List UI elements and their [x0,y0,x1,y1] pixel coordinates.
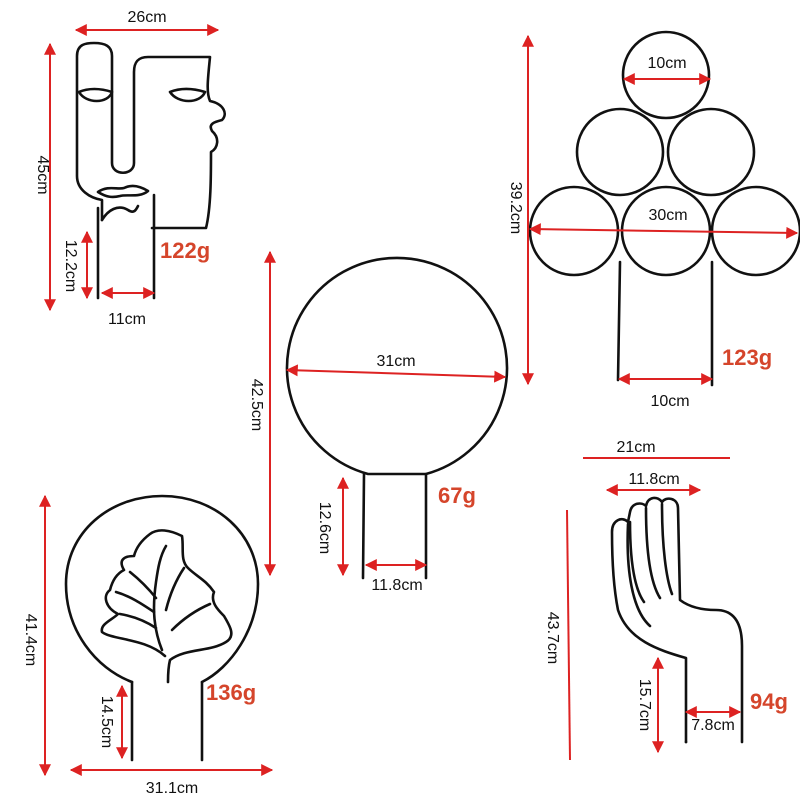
circle-weight-label: 67g [438,483,476,508]
hand-palm-width-label: 11.8cm [628,471,679,488]
bubbles-width-label: 30cm [648,207,687,224]
face-stake-height-label: 12.2cm [62,240,79,292]
face-weight-label: 122g [160,238,210,263]
face-measurements: 26cm 45cm 12.2cm 11cm 122g [34,9,220,328]
face-width-label: 26cm [127,9,166,26]
circle-measurements: 31cm 42.5cm 12.6cm 11.8cm 67g [248,250,507,594]
leaf-width-label: 31.1cm [146,780,198,797]
bubbles-top-circle-label: 10cm [647,55,686,72]
circle-stake-height-label: 12.6cm [316,502,333,554]
hand-height-label: 43.7cm [544,612,561,664]
hand-measurements: 21cm 11.8cm 43.7cm 15.7cm 7.8cm 94g [544,439,788,761]
circle-trellis: 31cm 42.5cm 12.6cm 11.8cm 67g [248,250,509,594]
leaf-measurements: 41.4cm 14.5cm 31.1cm 136g [22,494,274,797]
circle-stake-width-label: 11.8cm [371,577,422,594]
face-trellis: 26cm 45cm 12.2cm 11cm 122g [34,9,226,328]
hand-trellis: 21cm 11.8cm 43.7cm 15.7cm 7.8cm 94g [544,439,788,761]
circle-height-label: 42.5cm [248,379,265,431]
hand-stake-width-label: 7.8cm [691,717,735,734]
circle-diameter-label: 31cm [376,353,415,370]
leaf-trellis: 41.4cm 14.5cm 31.1cm 136g [22,494,274,797]
bubbles-weight-label: 123g [722,345,772,370]
bubbles-stake-width-label: 10cm [650,393,689,410]
leaf-outline [64,494,260,762]
hand-stake-height-label: 15.7cm [636,679,653,731]
bubbles-measurements: 10cm 39.2cm 30cm 10cm 123g [507,34,799,410]
bubbles-height-label: 39.2cm [507,182,524,234]
face-outline [75,41,226,300]
bubbles-trellis: 10cm 39.2cm 30cm 10cm 123g [507,30,800,410]
face-stake-width-label: 11cm [108,311,146,328]
hand-width-label: 21cm [616,439,655,456]
face-height-label: 45cm [34,155,51,194]
hand-outline [610,496,744,744]
leaf-stake-height-label: 14.5cm [98,696,115,748]
hand-weight-label: 94g [750,689,788,714]
leaf-height-label: 41.4cm [22,614,39,666]
leaf-weight-label: 136g [206,680,256,705]
